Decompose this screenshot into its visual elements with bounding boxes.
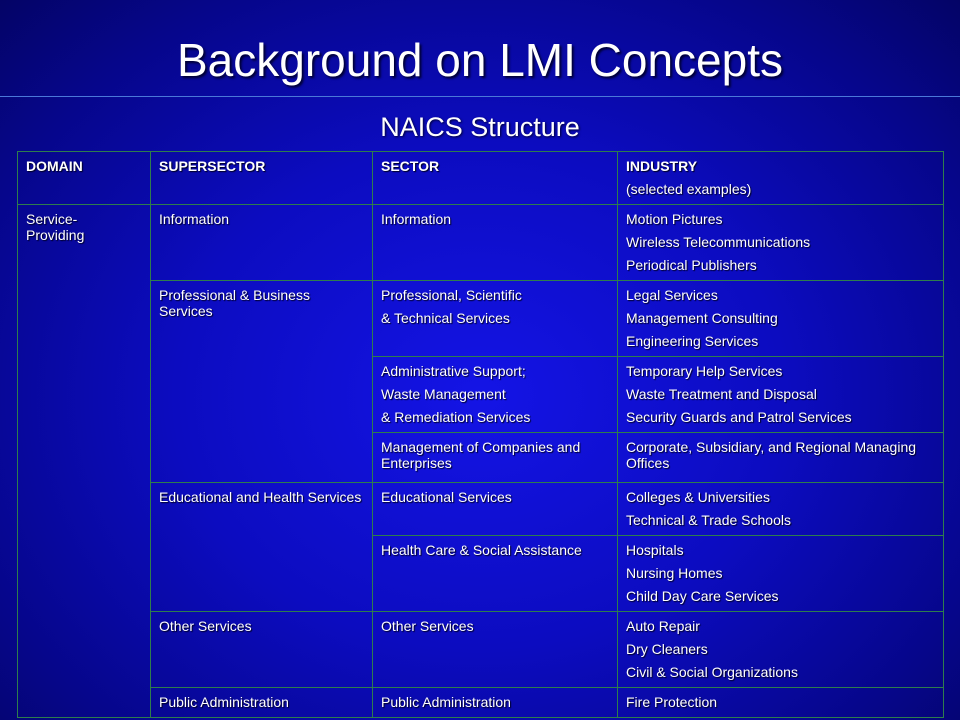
sector-line: Educational Services — [381, 489, 512, 505]
table-row: Management of Companies and Enterprises … — [18, 432, 944, 483]
sector-line: Management of Companies and Enterprises — [381, 439, 581, 471]
header-supersector: SUPERSECTOR — [150, 151, 373, 205]
table-row: Administrative Support; Waste Management… — [18, 356, 944, 433]
header-industry: INDUSTRY (selected examples) — [617, 151, 944, 205]
sector-cell: Professional, Scientific & Technical Ser… — [372, 280, 618, 357]
sector-line: & Technical Services — [381, 310, 510, 326]
slide-title: Background on LMI Concepts — [176, 34, 784, 86]
title-divider — [0, 96, 960, 97]
sector-line: Administrative Support; — [381, 363, 526, 379]
supersector-cell: Other Services — [150, 611, 373, 688]
supersector-cell: Public Administration — [150, 687, 373, 718]
header-industry-note: (selected examples) — [626, 181, 752, 197]
industry-item: Fire Protection — [626, 694, 718, 710]
industry-item: Legal Services — [626, 287, 718, 303]
industry-item: Dry Cleaners — [626, 641, 708, 657]
domain-cell: Service- Providing — [17, 204, 151, 718]
header-domain: DOMAIN — [17, 151, 151, 205]
industry-item: Technical & Trade Schools — [626, 512, 791, 528]
header-sector: SECTOR — [372, 151, 618, 205]
industry-cell: Temporary Help Services Waste Treatment … — [617, 356, 944, 433]
industry-cell: Legal Services Management Consulting Eng… — [617, 280, 944, 357]
industry-cell: Fire Protection — [617, 687, 944, 718]
industry-item: Periodical Publishers — [626, 257, 757, 273]
sector-line: Health Care & Social Assistance — [381, 542, 582, 558]
sector-cell: Other Services — [372, 611, 618, 688]
supersector-cell: Professional & Business Services — [150, 280, 373, 483]
sector-line: Professional, Scientific — [381, 287, 522, 303]
sector-line: Information — [381, 211, 452, 227]
table-row: Other Services Other Services Auto Repai… — [18, 611, 944, 688]
industry-cell: Corporate, Subsidiary, and Regional Mana… — [617, 432, 944, 483]
industry-cell: Colleges & Universities Technical & Trad… — [617, 482, 944, 536]
header-row: DOMAIN SUPERSECTOR SECTOR INDUSTRY (sele… — [17, 151, 944, 205]
supersector-cell: Information — [150, 204, 373, 281]
sector-line: & Remediation Services — [381, 409, 531, 425]
table-row: Service- Providing Information Informati… — [17, 204, 944, 718]
industry-item: Nursing Homes — [626, 565, 723, 581]
industry-item: Security Guards and Patrol Services — [626, 409, 852, 425]
industry-cell: Auto Repair Dry Cleaners Civil & Social … — [617, 611, 944, 688]
industry-item: Corporate, Subsidiary, and Regional Mana… — [626, 439, 917, 471]
table-row: Public Administration Public Administrat… — [18, 687, 944, 718]
industry-item: Management Consulting — [626, 310, 778, 326]
sector-line: Public Administration — [381, 694, 511, 710]
industry-item: Colleges & Universities — [626, 489, 770, 505]
industry-cell: Motion Pictures Wireless Telecommunicati… — [617, 204, 944, 281]
industry-item: Engineering Services — [626, 333, 759, 349]
sector-cell: Public Administration — [372, 687, 618, 718]
industry-item: Temporary Help Services — [626, 363, 783, 379]
supersector-cell: Educational and Health Services — [150, 482, 373, 612]
sector-line: Other Services — [381, 618, 474, 634]
industry-item: Wireless Telecommunications — [626, 234, 811, 250]
sector-cell: Educational Services — [372, 482, 618, 536]
sector-cell: Information — [372, 204, 618, 281]
sector-line: Waste Management — [381, 386, 506, 402]
sector-cell: Administrative Support; Waste Management… — [372, 356, 618, 433]
table-row: Educational and Health Services Educatio… — [18, 482, 944, 612]
naics-structure-table: DOMAIN SUPERSECTOR SECTOR INDUSTRY (sele… — [17, 151, 944, 718]
slide-subtitle: NAICS Structure — [380, 112, 580, 142]
industry-cell: Hospitals Nursing Homes Child Day Care S… — [617, 535, 944, 612]
sector-cell: Health Care & Social Assistance — [372, 535, 618, 612]
sector-cell: Management of Companies and Enterprises — [372, 432, 618, 483]
industry-item: Auto Repair — [626, 618, 700, 634]
table-row: Professional & Business Services Profess… — [18, 280, 944, 483]
industry-item: Civil & Social Organizations — [626, 664, 798, 680]
industry-item: Motion Pictures — [626, 211, 723, 227]
industry-item: Child Day Care Services — [626, 588, 779, 604]
industry-item: Waste Treatment and Disposal — [626, 386, 817, 402]
industry-item: Hospitals — [626, 542, 684, 558]
header-industry-label: INDUSTRY — [626, 158, 698, 174]
